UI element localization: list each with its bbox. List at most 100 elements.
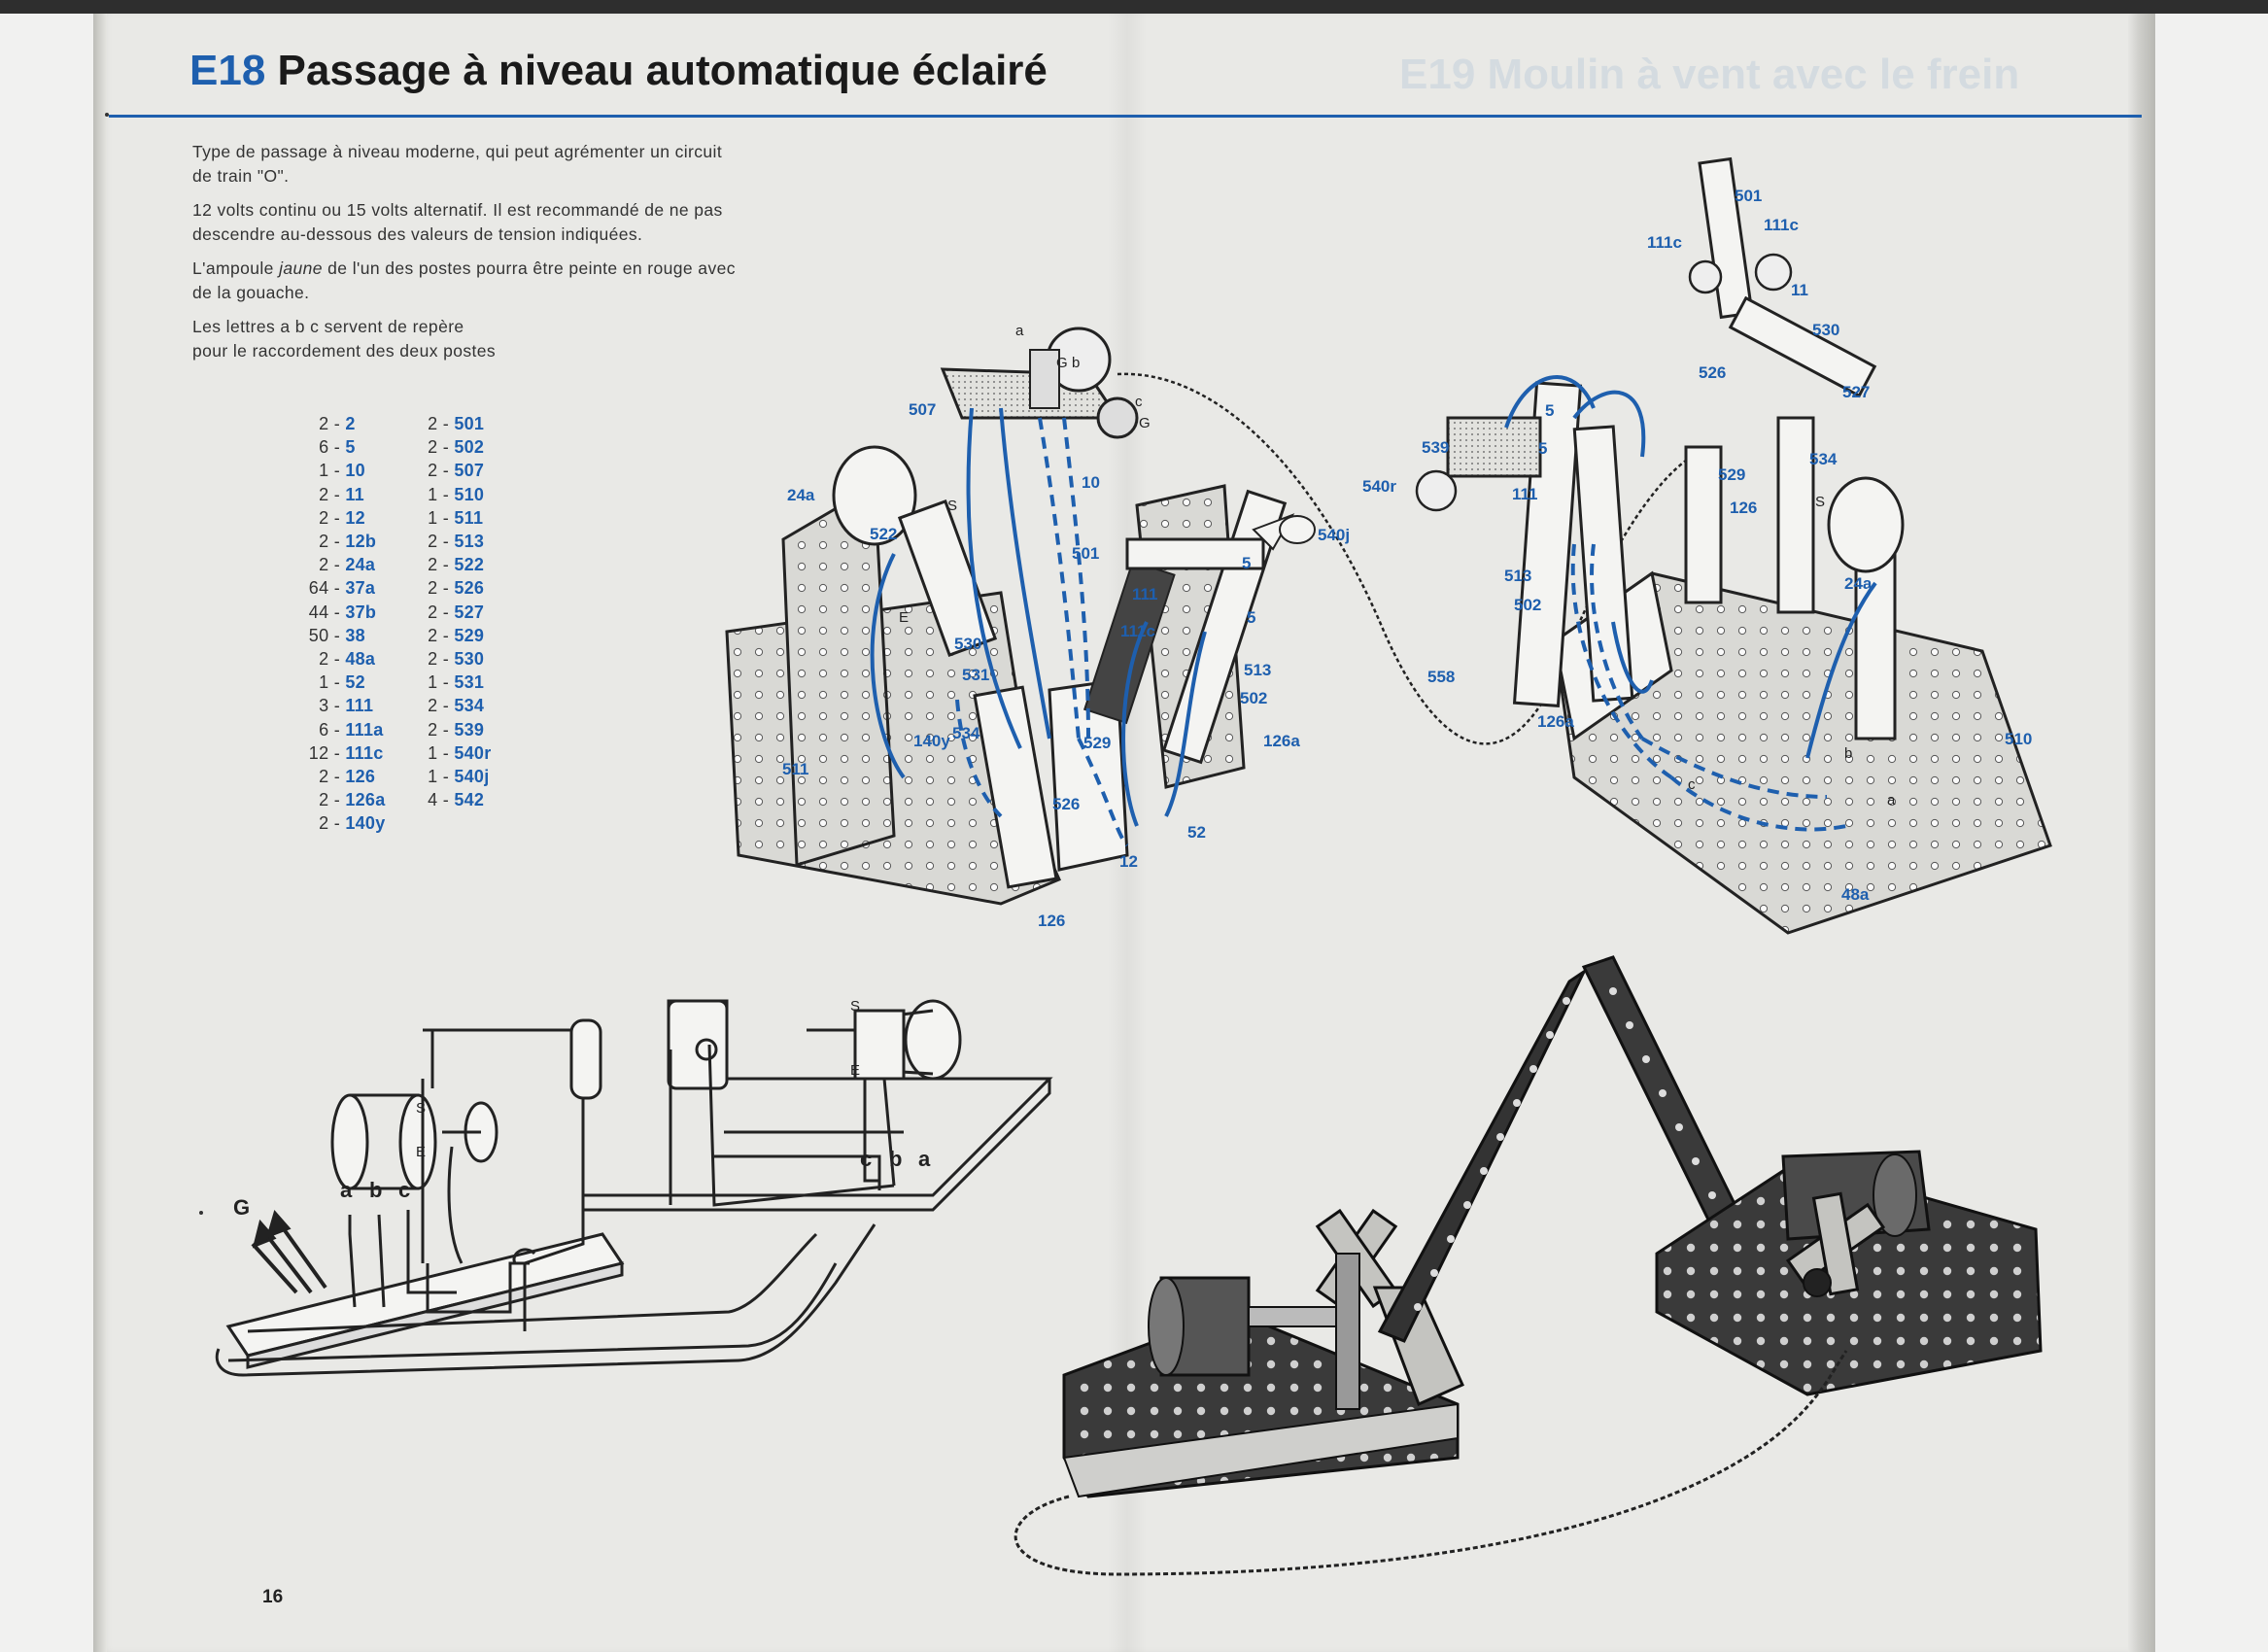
label-5-b: 5 [1247, 608, 1255, 627]
part-number: 11 [345, 484, 364, 504]
label-right-501: 501 [1735, 187, 1762, 205]
part-number: 542 [454, 790, 485, 810]
part-number: 513 [454, 532, 485, 552]
label-right-510: 510 [2005, 730, 2032, 748]
label-right-540r: 540r [1362, 477, 1396, 496]
part-number: 502 [454, 437, 485, 458]
part-quantity: 1 - [319, 461, 340, 481]
parts-list-item: 6 - 5 [282, 435, 386, 459]
part-number: 531 [454, 672, 485, 693]
label-right-24a: 24a [1844, 574, 1873, 593]
part-quantity: 2 - [428, 719, 449, 740]
letter-S-left: S [947, 498, 957, 514]
part-number: 527 [454, 602, 485, 622]
parts-list-item: 2 - 24a [282, 553, 386, 576]
part-quantity: 1 - [428, 484, 449, 504]
part-number: 522 [454, 555, 485, 575]
part-quantity: 2 - [428, 532, 449, 552]
part-quantity: 1 - [428, 742, 449, 763]
parts-list-item: 2 - 539 [408, 718, 492, 741]
label-right-126: 126 [1730, 499, 1757, 517]
label-E-diagram-right: E [850, 1062, 860, 1079]
part-number: 12b [345, 532, 377, 552]
show-through-title: E19 Moulin à vent avec le frein [1399, 51, 2020, 98]
letter-G-left: G [1056, 355, 1068, 371]
part-number: 126 [345, 767, 376, 787]
part-number: 540r [454, 742, 492, 763]
label-c-diagram-right: c [860, 1147, 872, 1171]
parts-list-item: 1 - 511 [408, 506, 492, 530]
part-number: 140y [345, 813, 386, 834]
part-number: 511 [454, 507, 484, 528]
part-quantity: 2 - [319, 484, 340, 504]
parts-list-item: 2 - 140y [282, 811, 386, 835]
part-number: 24a [345, 555, 376, 575]
parts-list-item: 2 - 502 [408, 435, 492, 459]
label-right-111c-b: 111c [1764, 216, 1799, 234]
intro-p3-pre: L'ampoule [192, 258, 280, 278]
part-quantity: 2 - [428, 578, 449, 599]
part-quantity: 2 - [428, 696, 449, 716]
intro-p3-post: de l'un des postes pourra être peinte en… [192, 258, 736, 302]
parts-list-item: 2 - 501 [408, 412, 492, 435]
label-531: 531 [962, 666, 989, 684]
model-title: Passage à niveau automatique éclairé [277, 47, 1048, 94]
label-529: 529 [1083, 734, 1111, 752]
parts-list-item: 12 - 111c [282, 741, 386, 765]
label-12: 12 [1119, 852, 1138, 871]
parts-list-item: 2 - 126 [282, 765, 386, 788]
label-52: 52 [1187, 823, 1206, 842]
label-140y: 140y [913, 732, 950, 750]
part-number: 5 [345, 437, 356, 458]
parts-list-item: 3 - 111 [282, 694, 386, 717]
label-right-513: 513 [1504, 567, 1531, 585]
part-number: 2 [345, 414, 356, 433]
label-S-diagram-right: S [850, 998, 860, 1015]
label-right-534: 534 [1809, 450, 1838, 468]
part-number: 12 [345, 507, 365, 528]
part-number: 534 [454, 696, 485, 716]
label-right-529: 529 [1718, 465, 1745, 484]
part-number: 111 [345, 696, 374, 716]
parts-list-item: 50 - 38 [282, 624, 386, 647]
label-right-5-b: 5 [1538, 439, 1547, 458]
label-right-111: 111 [1512, 485, 1538, 503]
parts-list-item: 2 - 534 [408, 694, 492, 717]
letter-c-right: c [1688, 776, 1696, 793]
parts-list-item: 2 - 527 [408, 601, 492, 624]
part-number: 38 [345, 625, 365, 645]
parts-list-item: 1 - 531 [408, 671, 492, 694]
part-number: 48a [345, 649, 376, 670]
part-number: 539 [454, 719, 485, 740]
assembled-model-photo [1014, 955, 2043, 1576]
label-a-diagram-left: a [340, 1178, 353, 1202]
label-530: 530 [954, 635, 981, 653]
part-quantity: 3 - [319, 696, 340, 716]
intro-text: Type de passage à niveau moderne, qui pe… [192, 140, 737, 363]
label-right-526: 526 [1699, 363, 1726, 382]
part-number: 510 [454, 484, 485, 504]
parts-list-item: 2 - 507 [408, 459, 492, 482]
label-111: 111 [1132, 585, 1158, 603]
part-quantity: 4 - [428, 790, 449, 810]
label-126: 126 [1038, 912, 1065, 930]
part-quantity: 2 - [319, 767, 340, 787]
label-S-diagram-left: S [416, 1100, 426, 1117]
parts-list-item: 2 - 513 [408, 530, 492, 553]
page-number: 16 [262, 1587, 284, 1607]
part-quantity: 2 - [319, 507, 340, 528]
page-right-edge [2128, 14, 2155, 1652]
part-quantity: 1 - [428, 767, 449, 787]
letter-c-left: c [1135, 394, 1143, 410]
label-10: 10 [1082, 473, 1100, 492]
part-quantity: 1 - [428, 672, 449, 693]
parts-list-item: 2 - 2 [282, 412, 386, 435]
label-right-530: 530 [1812, 321, 1839, 339]
part-number: 507 [454, 461, 485, 481]
intro-paragraph-4-line-2: pour le raccordement des deux postes [192, 341, 497, 361]
parts-list-item: 2 - 12b [282, 530, 386, 553]
ink-speck [105, 113, 109, 117]
model-code: E18 [189, 47, 266, 94]
